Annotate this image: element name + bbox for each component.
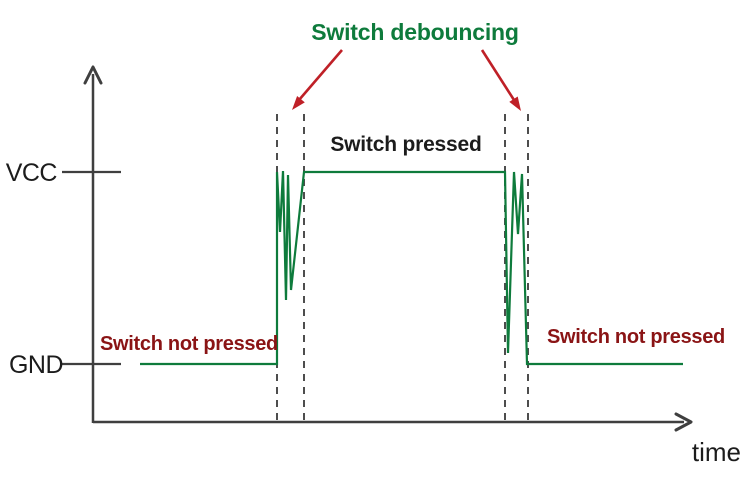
x-axis-arrow-icon	[674, 412, 693, 432]
time-axis-label: time	[692, 437, 741, 467]
vcc-axis-label: VCC	[6, 159, 58, 187]
signal-trace	[140, 170, 683, 366]
axes	[62, 65, 693, 432]
debounce-guides	[276, 114, 529, 421]
y-axis-arrow-icon	[83, 65, 103, 85]
switch-pressed-label: Switch pressed	[330, 133, 481, 156]
diagram-title: Switch debouncing	[311, 19, 518, 45]
switch-not-pressed-label-right: Switch not pressed	[547, 326, 725, 348]
left-arrow-line	[298, 49, 343, 101]
annotation-arrows	[292, 49, 521, 111]
left-arrowhead-icon	[292, 96, 305, 110]
gnd-axis-label: GND	[9, 351, 63, 379]
right-arrowhead-icon	[509, 96, 521, 111]
right-arrow-line	[480, 49, 516, 101]
switch-not-pressed-label-left: Switch not pressed	[100, 333, 278, 355]
